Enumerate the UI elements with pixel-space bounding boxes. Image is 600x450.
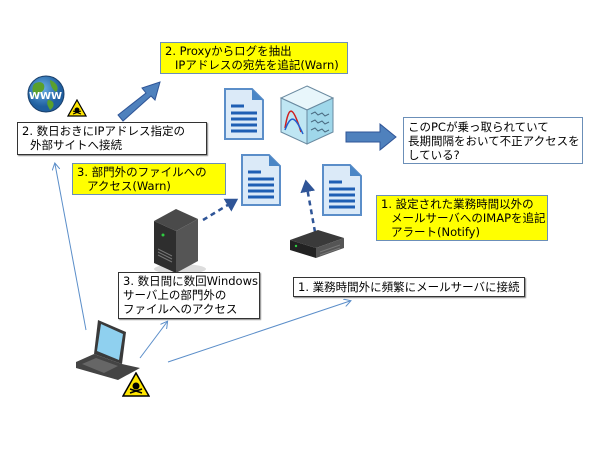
conclusion-line-3: している? <box>408 148 460 162</box>
imap-line-3: アラート(Notify) <box>391 225 480 239</box>
windows-line-3: ファイルへのアクセス <box>123 302 238 316</box>
external-line-1: 2. 数日おきにIPアドレス指定の <box>22 124 185 138</box>
proxy-line-2: IPアドレスの宛先を追記(Warn) <box>175 58 339 72</box>
hazard-skull-icon <box>66 98 88 117</box>
analysis-cube-icon <box>279 84 335 146</box>
external-line-2: 外部サイトへ接続 <box>30 138 122 152</box>
line-laptop-to-windows <box>139 322 167 359</box>
block-arrow-to-proxy <box>117 81 161 122</box>
proxy-line-1: 2. Proxyからログを抽出 <box>165 44 292 58</box>
imap-line-2: メールサーバへのIMAPを追記 <box>391 211 546 225</box>
dept-file-warn-box: 3. 部門外のファイルへの アクセス(Warn) <box>72 163 226 195</box>
line-laptop-to-mail <box>167 301 350 363</box>
conclusion-line-2: 長期間隔をおいて不正アクセスを <box>408 134 580 148</box>
mail-connect-box: 1. 業務時間外に頻繁にメールサーバに接続 <box>293 277 525 297</box>
imap-notify-box: 1. 設定された業務時間以外の メールサーバへのIMAPを追記 アラート(Not… <box>376 195 548 241</box>
document-icon-middle <box>239 152 283 208</box>
proxy-log-box: 2. Proxyからログを抽出 IPアドレスの宛先を追記(Warn) <box>160 42 348 74</box>
windows-line-1: 3. 数日間に数回Windows <box>123 274 258 288</box>
laptop-icon <box>74 318 144 382</box>
svg-text:WWW: WWW <box>29 91 62 102</box>
windows-server-icon <box>146 205 208 275</box>
dept-warn-line-1: 3. 部門外のファイルへの <box>77 165 207 179</box>
windows-access-box: 3. 数日間に数回Windows サーバ上の部門外の ファイルへのアクセス <box>118 272 260 319</box>
external-site-box: 2. 数日おきにIPアドレス指定の 外部サイトへ接続 <box>17 122 207 155</box>
line-laptop-to-external <box>55 164 87 331</box>
mail-server-icon <box>288 228 346 262</box>
conclusion-box: このPCが乗っ取られていて 長期間隔をおいて不正アクセスを している? <box>403 117 583 164</box>
dashed-arrow-server-to-doc <box>202 198 239 222</box>
globe-www-icon: WWW <box>26 74 66 114</box>
document-icon-top <box>222 86 266 142</box>
mail-line-1: 1. 業務時間外に頻繁にメールサーバに接続 <box>298 280 520 294</box>
dept-warn-line-2: アクセス(Warn) <box>87 179 171 193</box>
imap-line-1: 1. 設定された業務時間以外の <box>381 197 534 211</box>
windows-line-2: サーバ上の部門外の <box>123 288 227 302</box>
dashed-arrow-mail-to-doc <box>300 179 317 233</box>
hazard-skull-icon-laptop <box>121 371 151 398</box>
document-icon-right <box>320 162 364 218</box>
block-arrow-to-conclusion <box>345 122 397 152</box>
conclusion-line-1: このPCが乗っ取られていて <box>408 120 549 134</box>
